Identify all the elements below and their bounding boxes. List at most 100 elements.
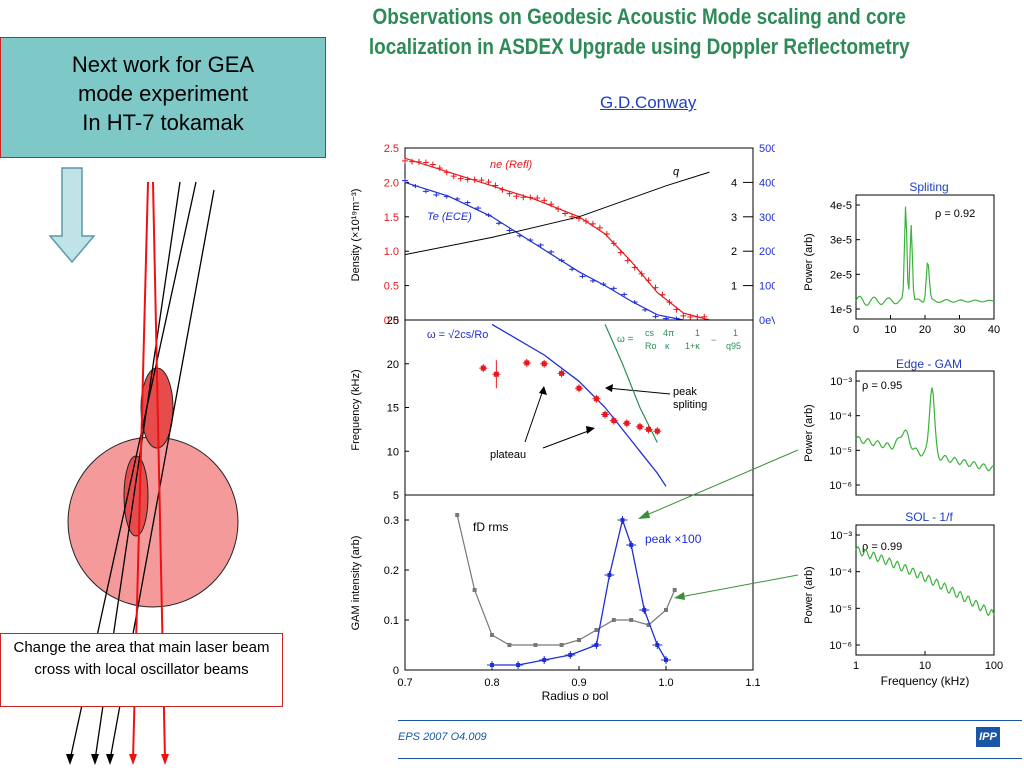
fd-rms-point xyxy=(646,623,651,627)
fd-rms-point xyxy=(672,588,677,592)
peak-x100-point xyxy=(607,573,612,577)
frequency-axis-label: Frequency (kHz) xyxy=(350,369,362,450)
gam-axis-label: GAM intensity (arb) xyxy=(350,536,362,631)
svg-text:cs: cs xyxy=(645,328,655,338)
callout-box: Next work for GEA mode experiment In HT-… xyxy=(0,37,326,158)
spectrum-y-tick: 10⁻⁴ xyxy=(829,567,852,579)
fd-rms-point xyxy=(472,588,477,592)
gam-formula-right: ω = cs Ro 4π κ 1 1+κ − 1 q95 xyxy=(617,328,741,351)
frequency-tick: 5 xyxy=(393,490,399,502)
svg-text:q95: q95 xyxy=(726,341,741,351)
frequency-point xyxy=(611,418,617,424)
frequency-point xyxy=(524,360,530,366)
spectrum-y-tick: 10⁻³ xyxy=(830,376,852,388)
peak-x100-point xyxy=(655,643,660,647)
frequency-point xyxy=(493,371,499,377)
slide-title: Observations on Geodesic Acoustic Mode s… xyxy=(352,2,926,62)
beam-arrowheads xyxy=(66,754,169,765)
spectrum-splitting: Spliting ρ = 0.92 Power (arb) 4e-5 3e-5 2e… xyxy=(803,180,1000,336)
svg-text:1: 1 xyxy=(733,328,738,338)
spectrum-x-tick: 0 xyxy=(853,324,859,336)
spectrum-x-tick: 10 xyxy=(919,660,931,672)
edge-gam-pointer xyxy=(641,449,799,518)
callout-line-3: In HT-7 tokamak xyxy=(82,110,244,135)
fd-rms-point xyxy=(559,643,564,647)
spectrum-splitting-ylabel: Power (arb) xyxy=(803,233,815,290)
sol-pointer xyxy=(679,574,799,598)
spectrum-splitting-rho: ρ = 0.92 xyxy=(935,208,975,220)
fd-rms-point xyxy=(455,513,460,517)
density-tick: 0.5 xyxy=(384,281,399,293)
profile-series xyxy=(402,157,710,321)
spectrum-y-tick: 10⁻⁵ xyxy=(829,603,852,615)
frequency-point xyxy=(559,370,565,376)
frequency-point xyxy=(541,361,547,367)
fd-rms-point xyxy=(594,628,599,632)
fd-rms-label: fD rms xyxy=(473,520,508,534)
spectrum-sol-xlabel: Frequency (kHz) xyxy=(881,674,970,688)
q-line xyxy=(404,171,710,256)
down-arrow-icon xyxy=(48,167,96,264)
density-tick: 2.5 xyxy=(384,143,399,155)
fd-rms-point xyxy=(611,618,616,622)
spectrum-y-tick: 4e-5 xyxy=(830,200,852,212)
svg-text:−: − xyxy=(711,335,716,345)
frequency-point xyxy=(593,396,599,402)
temperature-tick: 200 xyxy=(759,246,775,258)
peak-label-line-2: spliting xyxy=(673,399,707,411)
author-link[interactable]: G.D.Conway xyxy=(600,93,697,112)
gam-tick: 0 xyxy=(393,665,399,677)
spectra-panel: Spliting ρ = 0.92 Power (arb) 4e-5 3e-5 2e… xyxy=(794,180,1003,688)
spectrum-x-tick: 10 xyxy=(884,324,896,336)
q-tick: 4 xyxy=(731,177,737,189)
title-line-1: Observations on Geodesic Acoustic Mode s… xyxy=(372,4,906,29)
spectrum-y-tick: 10⁻⁴ xyxy=(829,411,852,423)
spectrum-y-tick: 10⁻⁶ xyxy=(829,640,852,652)
frequency-point xyxy=(637,424,643,430)
svg-text:κ: κ xyxy=(665,341,670,351)
gam-tick-labels: 0.30.20.10 xyxy=(384,515,409,677)
svg-text:1: 1 xyxy=(695,328,700,338)
plateau-label: plateau xyxy=(490,449,526,461)
svg-text:4π: 4π xyxy=(663,328,674,338)
density-tick: 0.0 xyxy=(384,315,399,327)
footer-rule-bottom xyxy=(398,758,1022,759)
peak-x100-point xyxy=(664,658,668,662)
frequency-point xyxy=(576,385,582,391)
frequency-tick: 20 xyxy=(387,359,399,371)
spectrum-sol: SOL - 1/f ρ = 0.99 Power (arb) 10⁻³10⁻⁴1… xyxy=(803,510,1003,688)
spectrum-splitting-title: Spliting xyxy=(909,180,948,194)
gam-series xyxy=(455,513,677,669)
radius-tick: 0.7 xyxy=(397,677,412,689)
peak-x100-point xyxy=(490,663,494,667)
callout-line-2: mode experiment xyxy=(78,81,248,106)
spectrum-edge-gam: Edge - GAM ρ = 0.95 Power (arb) 10⁻³10⁻⁴… xyxy=(803,357,995,496)
radius-tick: 0.8 xyxy=(484,677,499,689)
density-axis-label: Density (×10¹⁹m⁻³) xyxy=(350,189,362,282)
fd-rms-point xyxy=(664,608,668,612)
gam-tick: 0.3 xyxy=(384,515,399,527)
plateau-arrow-2 xyxy=(542,429,592,449)
spectrum-pointer-arrows xyxy=(638,449,799,600)
spectrum-x-tick: 40 xyxy=(988,324,1000,336)
q-tick: 1 xyxy=(731,281,737,293)
frequency-point xyxy=(624,420,630,426)
peak-x100-label: peak ×100 xyxy=(645,532,702,546)
density-line xyxy=(404,157,710,321)
spectrum-y-tick: 2e-5 xyxy=(830,269,852,281)
frequency-series xyxy=(479,323,667,487)
peak-x100-point xyxy=(629,543,634,547)
temperature-line xyxy=(404,181,684,321)
peak-x100-point xyxy=(620,518,625,522)
spectrum-y-tick: 3e-5 xyxy=(830,235,852,247)
peak-x100-point xyxy=(516,663,521,667)
spectrum-edge-title: Edge - GAM xyxy=(896,357,962,371)
radius-tick: 1.1 xyxy=(745,677,760,689)
density-tick: 2.0 xyxy=(384,177,399,189)
spectrum-edge-line xyxy=(855,387,995,472)
